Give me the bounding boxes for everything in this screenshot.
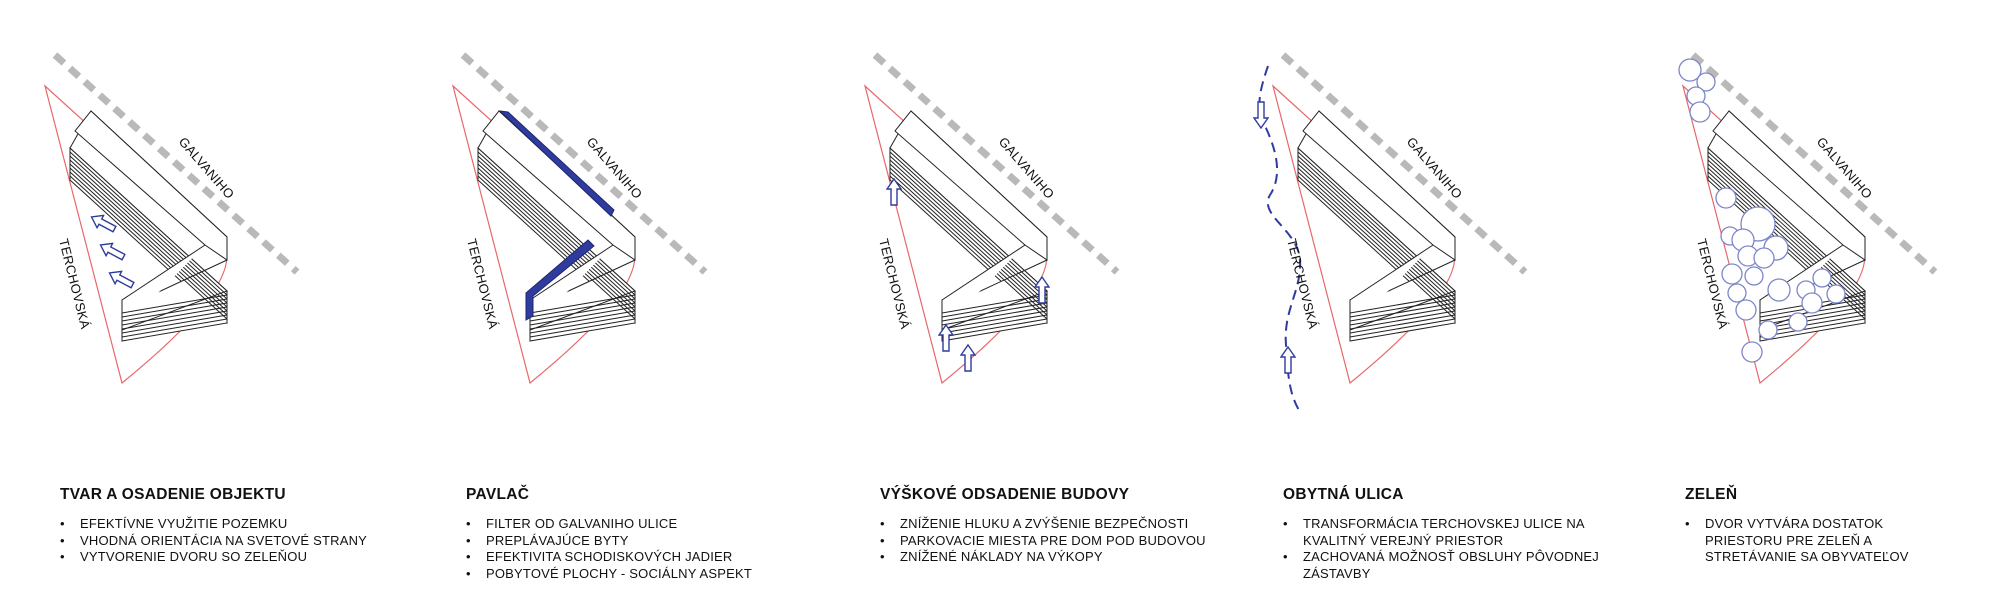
caption-title: TVAR A OSADENIE OBJEKTU [60,486,286,503]
caption-panel-3: VÝŠKOVÉ ODSADENIE BUDOVY ZNÍŽENIE HLUKU … [880,486,1260,566]
caption-title: OBYTNÁ ULICA [1283,486,1404,503]
direction-arrow-icon [1253,101,1296,374]
tree-icon [1678,58,1846,363]
caption-bullet-list: EFEKTÍVNE VYUŽITIE POZEMKU VHODNÁ ORIENT… [60,516,440,566]
caption-bullet: VYTVORENIE DVORU SO ZELEŇOU [60,549,440,566]
gallery-band [498,110,615,321]
building-massing [477,110,636,342]
galvaniho-street-line [460,52,708,275]
building-massing [1297,110,1456,342]
caption-bullet-list: ZNÍŽENIE HLUKU A ZVÝŠENIE BEZPEČNOSTI PA… [880,516,1260,566]
caption-panel-2: PAVLAČ FILTER OD GALVANIHO ULICE PREPLÁV… [466,486,846,582]
galvaniho-street-line [1280,52,1528,275]
galvaniho-street-line [872,52,1120,275]
panel-2-diagram: GALVANIHO TERCHOVSKÁ [451,52,708,385]
panel-1-diagram: GALVANIHO TERCHOVSKÁ [43,52,300,385]
galvaniho-street-line [1690,52,1938,275]
caption-bullet: EFEKTÍVNE VYUŽITIE POZEMKU [60,516,440,533]
caption-title: PAVLAČ [466,486,530,503]
caption-panel-5: ZELEŇ DVOR VYTVÁRA DOSTATOK PRIESTORU PR… [1685,486,1985,566]
building-massing [69,110,228,342]
caption-bullet: VHODNÁ ORIENTÁCIA NA SVETOVÉ STRANY [60,533,440,550]
caption-bullet: DVOR VYTVÁRA DOSTATOK PRIESTORU PRE ZELE… [1685,516,1960,566]
caption-title: VÝŠKOVÉ ODSADENIE BUDOVY [880,486,1130,503]
caption-bullet: ZNÍŽENÉ NÁKLADY NA VÝKOPY [880,549,1260,566]
caption-bullet: EFEKTIVITA SCHODISKOVÝCH JADIER [466,549,846,566]
caption-bullet-list: TRANSFORMÁCIA TERCHOVSKEJ ULICE NA KVALI… [1283,516,1643,582]
building-massing [1707,110,1866,342]
caption-bullet: POBYTOVÉ PLOCHY - SOCIÁLNY ASPEKT [466,566,846,583]
caption-panel-1: TVAR A OSADENIE OBJEKTU EFEKTÍVNE VYUŽIT… [60,486,440,566]
caption-panel-4: OBYTNÁ ULICA TRANSFORMÁCIA TERCHOVSKEJ U… [1283,486,1643,582]
caption-bullet: FILTER OD GALVANIHO ULICE [466,516,846,533]
caption-bullet: PREPLÁVAJÚCE BYTY [466,533,846,550]
caption-bullet-list: FILTER OD GALVANIHO ULICE PREPLÁVAJÚCE B… [466,516,846,582]
caption-bullet: ZNÍŽENIE HLUKU A ZVÝŠENIE BEZPEČNOSTI [880,516,1260,533]
caption-bullet: TRANSFORMÁCIA TERCHOVSKEJ ULICE NA KVALI… [1283,516,1603,549]
caption-bullet-list: DVOR VYTVÁRA DOSTATOK PRIESTORU PRE ZELE… [1685,516,1985,566]
panel-5-diagram: GALVANIHO TERCHOVSKÁ [1678,52,1938,385]
caption-title: ZELEŇ [1685,486,1738,503]
panel-4-diagram: GALVANIHO TERCHOVSKÁ [1253,52,1528,413]
caption-bullet: PARKOVACIE MIESTA PRE DOM POD BUDOVOU [880,533,1260,550]
panel-3-diagram: GALVANIHO TERCHOVSKÁ [863,52,1120,385]
galvaniho-street-line [52,52,300,275]
caption-bullet: ZACHOVANÁ MOŽNOSŤ OBSLUHY PÔVODNEJ ZÁSTA… [1283,549,1643,582]
building-massing [889,110,1048,342]
